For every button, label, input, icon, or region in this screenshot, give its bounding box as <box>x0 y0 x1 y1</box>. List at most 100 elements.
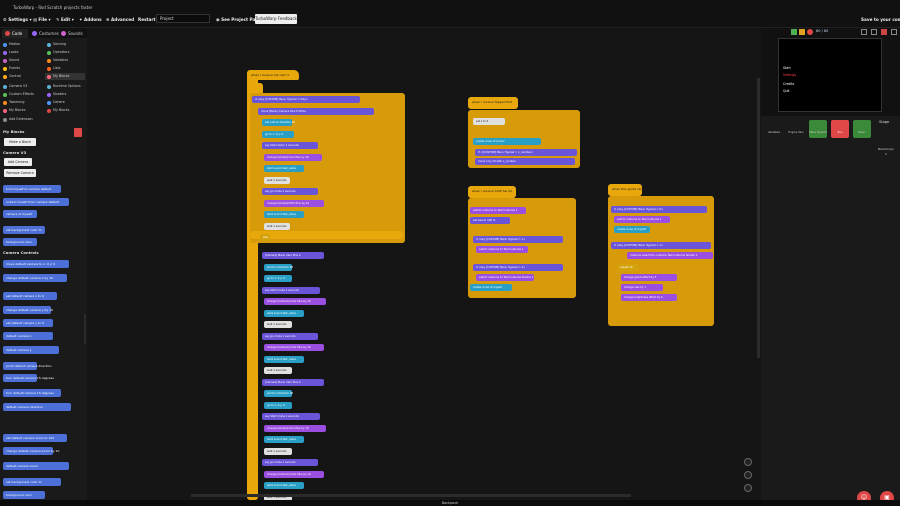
script-4-block[interactable]: change ghost effect by 5 <box>621 274 677 281</box>
palette-block[interactable]: set default camera y to 0 <box>3 319 53 327</box>
script-4-block[interactable]: if <key [CUSTOM] Menu Hypixel = 0> <box>611 206 707 213</box>
script-2-block[interactable]: create clone of Cursor <box>473 138 541 145</box>
palette-block[interactable]: change default camera x by 10 <box>3 274 67 282</box>
code-workspace[interactable]: when I receive init Cam ▾ if <key [CUSTO… <box>87 38 761 501</box>
script-3-block[interactable]: if <key [CUSTOM] Menu Hypixel = 1> <box>473 236 563 243</box>
edit-menu[interactable]: ✎ Edit ▾ <box>56 17 74 22</box>
category-sensing[interactable]: Sensing <box>45 41 66 48</box>
script-1-block[interactable]: go to x: 0 y: 0 <box>264 275 292 282</box>
make-block-button[interactable]: Make a Block <box>4 138 36 146</box>
script-1-block[interactable]: wait 1 seconds <box>264 222 290 230</box>
palette-block[interactable]: unbind myself from camera default <box>3 198 69 206</box>
workspace-v-scrollbar[interactable] <box>757 78 760 358</box>
palette-block[interactable]: set default camera zoom to 100 <box>3 434 67 442</box>
palette-block[interactable]: point default camera direction <box>3 362 52 370</box>
zoom-out-icon[interactable] <box>744 471 752 479</box>
script-1-block[interactable]: move [Menu] Camera Plus 0 Mode <box>258 107 374 115</box>
palette-block[interactable]: background color <box>3 238 37 246</box>
script-1-block[interactable]: [Camera] Menu Cam Plus 0 <box>262 252 324 259</box>
script-1-block[interactable]: say go mode 1 seconds <box>262 188 318 195</box>
script-1-block[interactable]: start sound test_value <box>264 482 304 489</box>
category-shaders[interactable]: Shaders <box>45 91 66 98</box>
script-1-hat[interactable]: when I receive init Cam ▾ <box>247 70 299 80</box>
palette-block[interactable]: camera of myself <box>3 210 37 218</box>
script-3-block[interactable]: switch costume to Test Costume Shader 1 <box>476 274 534 281</box>
workspace-h-scrollbar[interactable] <box>191 494 631 497</box>
see-project-page[interactable]: ◉ See Project Page <box>216 17 262 22</box>
sprite-engine-vars[interactable]: Engine Vars <box>788 131 804 134</box>
stop-icon[interactable] <box>807 29 813 35</box>
palette-block[interactable]: change default camera y by 10 <box>3 306 53 314</box>
tab-sounds[interactable]: Sounds <box>58 29 86 38</box>
category-looks[interactable]: Looks <box>1 49 18 56</box>
category-operators[interactable]: Operators <box>45 49 69 56</box>
addons-menu[interactable]: ✦ Addons <box>79 17 102 22</box>
script-1-block[interactable]: change [Camera] Cam Plus by 10 <box>264 344 324 351</box>
stage-selector[interactable]: Stage Backdrops 1 <box>877 116 900 500</box>
palette-block[interactable]: default camera x <box>3 332 53 340</box>
sprite-menu-hypixel[interactable]: Menu Hypixel <box>809 120 827 138</box>
script-2-block[interactable]: if <[CUSTOM] Menu Hypixel = x_number> <box>475 149 577 156</box>
stage-canvas[interactable]: Start Settings Credits Quit <box>778 38 882 112</box>
palette-block[interactable]: set background color to <box>3 478 61 486</box>
palette-block[interactable]: set default camera x to 0 <box>3 292 57 300</box>
script-1-block[interactable]: wait 1 seconds <box>264 367 292 374</box>
script-1-block[interactable]: say Start mode 1 seconds <box>262 286 320 294</box>
large-stage-icon[interactable] <box>871 29 877 35</box>
script-3-hat[interactable]: when I receive Shift Sel Up <box>468 186 516 196</box>
script-1-block[interactable]: say go mode 1 seconds <box>262 459 318 466</box>
category-custom-effects[interactable]: Custom Effects <box>1 91 34 98</box>
project-title-input[interactable]: Project <box>156 14 210 23</box>
category-my-blocks-2[interactable]: My Blocks <box>45 107 69 114</box>
script-1-block[interactable]: say Start mode 1 seconds <box>262 413 320 420</box>
sprite-music[interactable]: Music <box>853 120 871 138</box>
script-1-block[interactable]: say go mode 1 seconds <box>262 332 318 340</box>
add-camera-button[interactable]: Add Camera <box>4 158 32 166</box>
sprite-variables[interactable]: Variables <box>768 131 780 134</box>
palette-block[interactable]: move default camera to x: 0 y: 0 <box>3 260 69 268</box>
script-3-block[interactable]: if <key [CUSTOM] Menu Hypixel = 2> <box>473 264 563 271</box>
script-4-block[interactable]: change size by 1 <box>621 284 663 291</box>
script-1-block[interactable]: change [Global] Cam Plus by 10 <box>264 153 322 161</box>
backpack[interactable]: Backpack <box>0 500 900 506</box>
script-3-block[interactable]: set size to 100 % <box>470 217 510 224</box>
script-1-block[interactable]: if <key [CUSTOM] Menu Hypixel = Play> <box>252 96 360 103</box>
category-tweening[interactable]: Tweening <box>1 99 24 106</box>
delete-icon[interactable] <box>74 128 82 137</box>
category-my-blocks[interactable]: My Blocks <box>45 73 85 80</box>
script-1-block[interactable]: go to x: 0 y: 0 <box>262 130 294 138</box>
script-3-block[interactable]: switch costume to Test Costume 1 <box>470 207 526 214</box>
script-1-block[interactable]: change [Global] Cam Plus by 10 <box>264 424 326 432</box>
script-1-block[interactable]: change [Camera] Cam Plus by 10 <box>264 470 324 478</box>
palette-block[interactable]: set background color to <box>3 226 45 234</box>
script-1-block[interactable]: start sound test_value <box>264 309 304 317</box>
category-lists[interactable]: Lists <box>45 65 60 72</box>
script-1-block[interactable]: [Camera] Menu Cam Plus 0 <box>262 378 324 386</box>
script-2-block[interactable]: set x to 0 <box>473 118 505 125</box>
save-button[interactable]: Save to your computer <box>861 17 900 22</box>
zoom-in-icon[interactable] <box>744 458 752 466</box>
script-1-block[interactable]: set cam to direction 90 <box>262 119 295 126</box>
script-1-block[interactable]: start sound test_value <box>264 355 304 363</box>
script-1-block[interactable]: wait 1 seconds <box>264 493 292 501</box>
script-1-block[interactable]: start sound test_value <box>264 211 304 218</box>
tab-costumes[interactable]: Costumes <box>29 29 59 38</box>
script-1-block[interactable]: say Start demo 1 seconds <box>262 142 318 149</box>
script-1-block[interactable]: start sound test_value <box>264 436 304 443</box>
script-4-block[interactable]: if <key [CUSTOM] Menu Hypixel = 1> <box>611 242 711 249</box>
script-2-hat[interactable]: when I receive Tapped Exit <box>468 97 518 107</box>
script-2-block[interactable]: move x by 10 with x_number <box>475 158 575 165</box>
small-stage-icon[interactable] <box>861 29 867 35</box>
category-motion[interactable]: Motion <box>1 41 20 48</box>
script-4-block[interactable]: repeat 10 <box>617 264 639 271</box>
script-3-block[interactable]: create clone of myself <box>470 284 512 291</box>
palette-block[interactable]: turn default camera 15 degrees <box>3 389 61 397</box>
script-4-hat[interactable]: when this sprite clicked <box>608 184 647 194</box>
restart-button[interactable]: Restart <box>138 17 156 22</box>
category-runtime-options[interactable]: Runtime Options <box>45 83 81 90</box>
green-flag-icon[interactable] <box>791 29 797 35</box>
script-1-block[interactable]: wait 1 seconds <box>264 447 292 455</box>
category-cohere[interactable]: Cohere <box>45 99 65 106</box>
popout-icon[interactable] <box>891 29 897 35</box>
category-events[interactable]: Events <box>1 65 20 72</box>
